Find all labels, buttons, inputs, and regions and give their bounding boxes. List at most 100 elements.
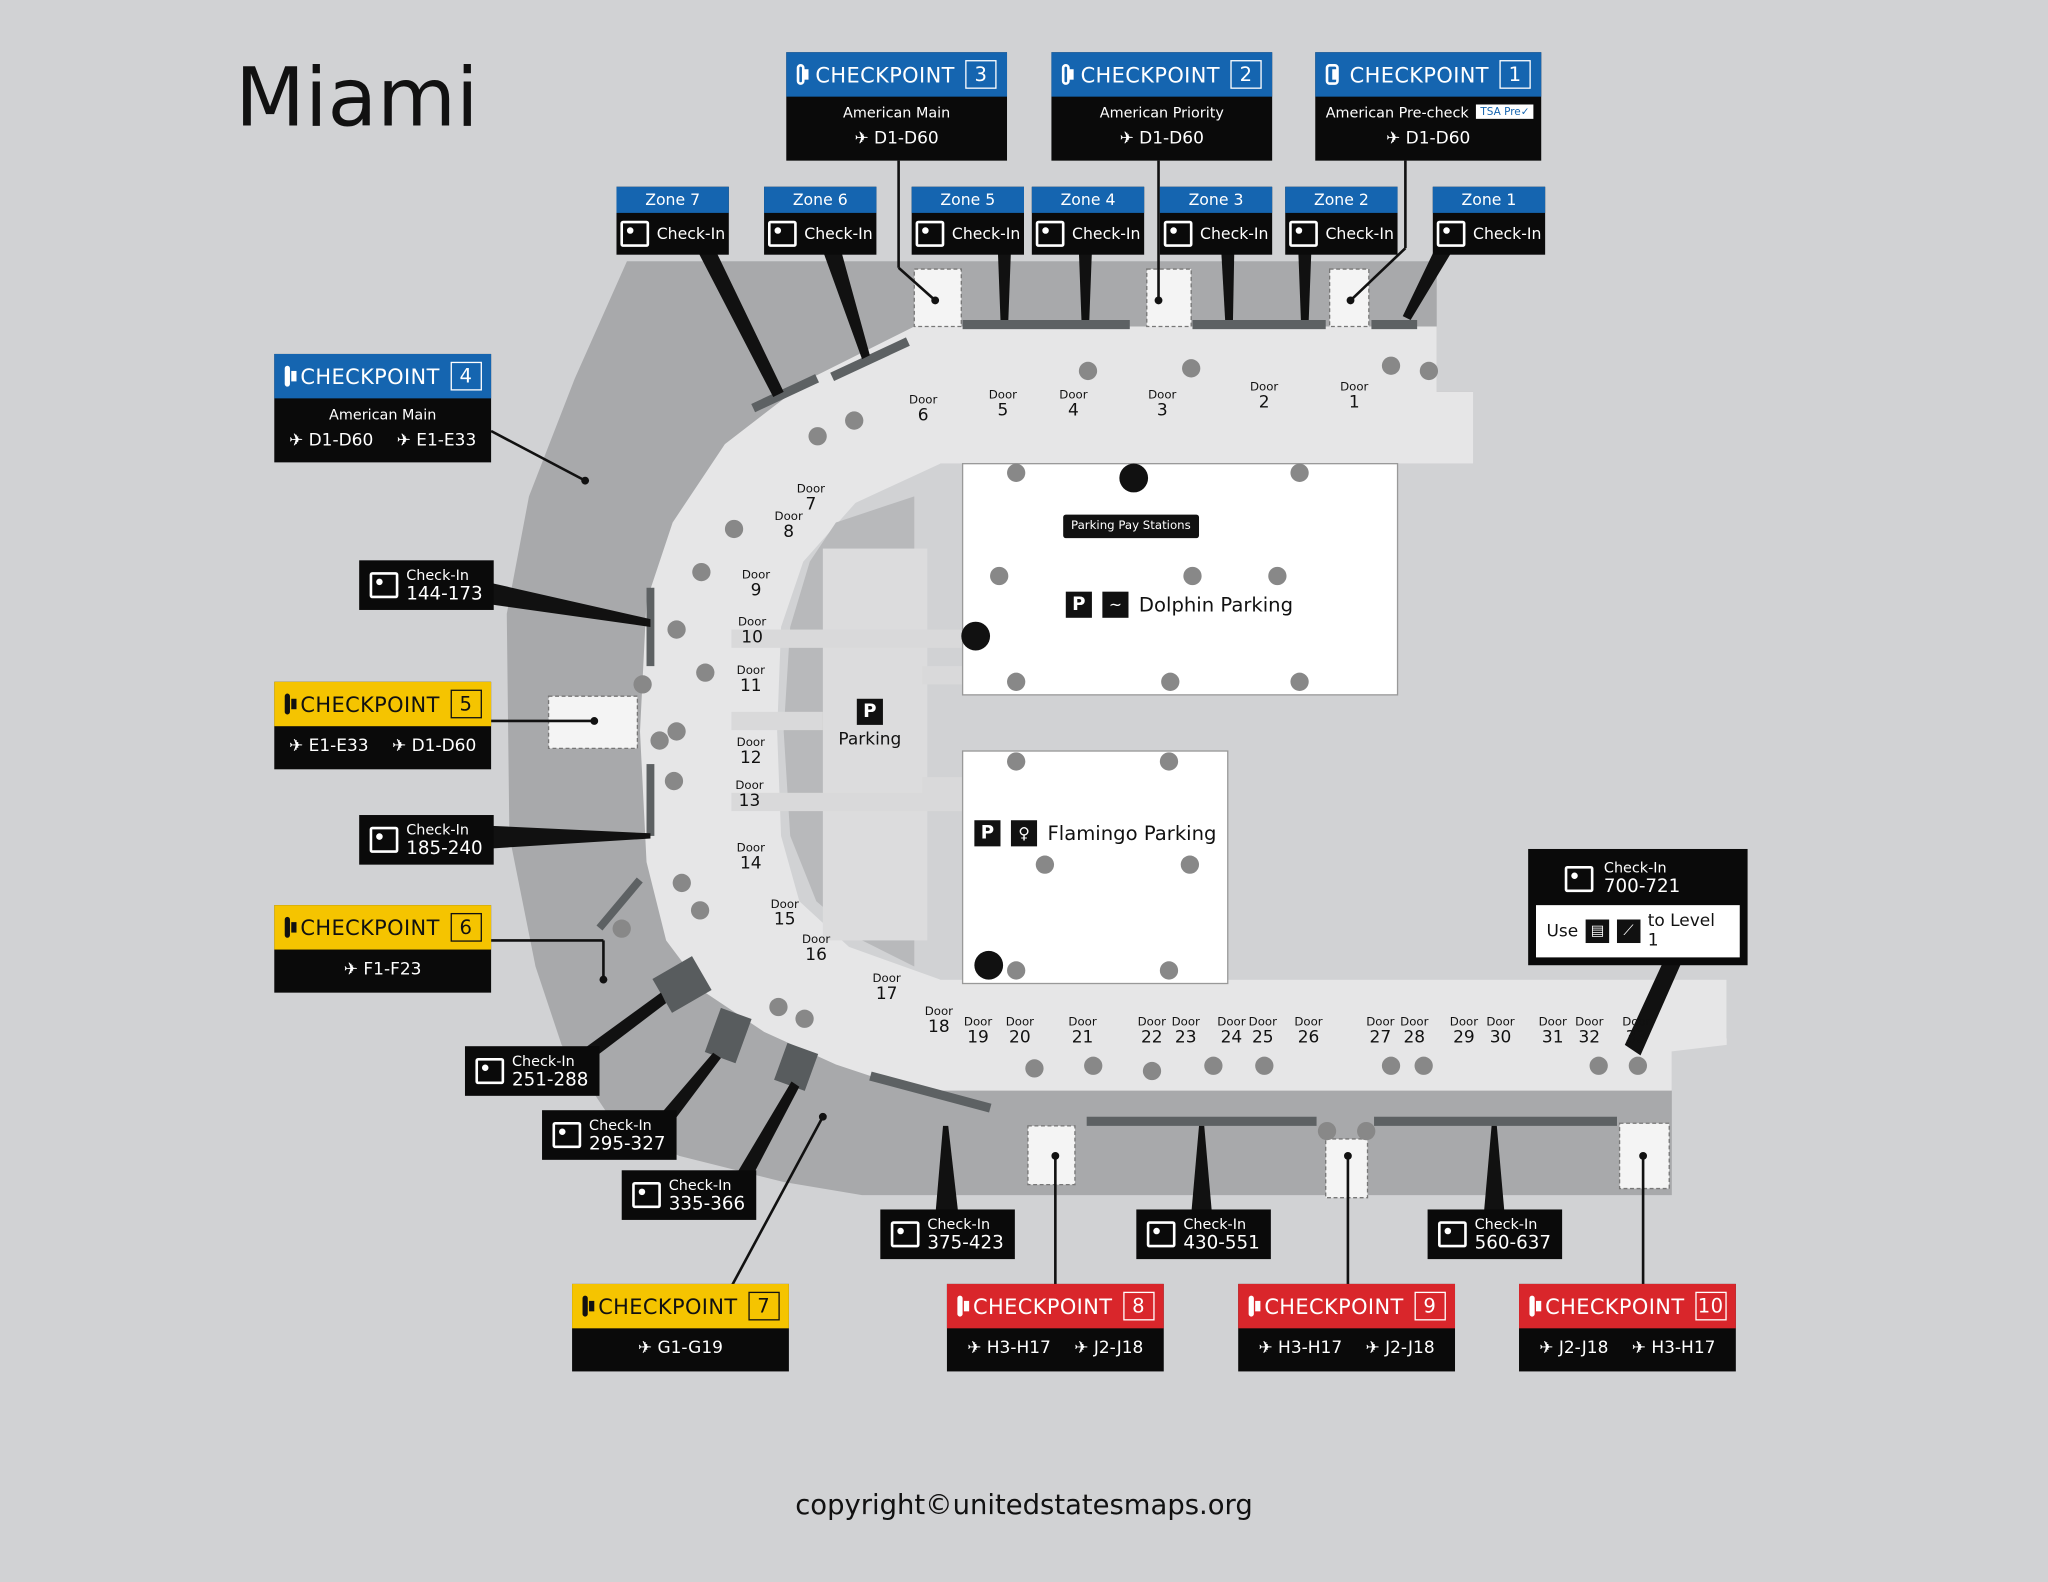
door-number: 28	[1403, 1027, 1426, 1048]
airplane-icon: ✈	[1119, 129, 1134, 149]
use-label: Use	[1546, 921, 1579, 942]
door-word: Door	[1486, 1016, 1515, 1030]
check-in-desk-icon	[620, 220, 649, 247]
checkpoint-label: CHECKPOINT	[973, 1293, 1113, 1319]
checkin-label: Check-In	[406, 820, 469, 838]
door-number: 6	[917, 406, 929, 426]
checkpoint-label: CHECKPOINT	[300, 363, 440, 389]
door-word: Door	[1449, 1016, 1479, 1030]
door-number: 30	[1489, 1027, 1512, 1048]
zone-name: Zone 4	[1031, 186, 1145, 213]
checkin-label: Check-In	[589, 1116, 652, 1134]
parking-pay-stations[interactable]: Parking Pay Stations	[1063, 514, 1199, 539]
checkpoint-label: CHECKPOINT	[598, 1293, 738, 1319]
to-level-label: to Level 1	[1647, 911, 1715, 951]
checkpoint-label: CHECKPOINT	[1545, 1293, 1685, 1319]
security-lock-icon	[284, 365, 297, 387]
door-word: Door	[736, 842, 765, 856]
door-number: 1	[1348, 393, 1360, 413]
check-in-desk-icon	[369, 572, 399, 599]
zone-checkin-label: Check-In	[1200, 224, 1269, 243]
door-number: 7	[805, 495, 817, 515]
check-in-desk-icon	[1163, 220, 1193, 247]
flamingo-icon: ♀	[1010, 820, 1038, 847]
security-lock-icon	[284, 916, 297, 938]
door-number: 24	[1220, 1027, 1243, 1048]
airplane-icon: ✈	[289, 736, 304, 757]
door-word: Door	[909, 394, 938, 408]
airplane-icon: ✈	[1258, 1338, 1273, 1359]
check-in-desk-icon	[1146, 1221, 1176, 1248]
airplane-icon: ✈	[1539, 1338, 1554, 1359]
airplane-icon: ✈	[1365, 1338, 1380, 1359]
door-word: Door	[1340, 381, 1369, 395]
door-number: 14	[739, 854, 762, 874]
airplane-icon: ✈	[396, 431, 412, 451]
door-word: Door	[741, 569, 771, 583]
gate-range: D1-D60	[1139, 129, 1204, 149]
flamingo-parking-label[interactable]: P♀Flamingo Parking	[974, 820, 1216, 847]
airplane-icon: ✈	[343, 959, 359, 980]
door-word: Door	[770, 898, 799, 912]
security-lock-icon	[582, 1295, 595, 1317]
checkin-label: Check-In	[668, 1176, 732, 1194]
gate-range: E1-E33	[308, 736, 369, 757]
door-word: Door	[1059, 389, 1088, 403]
door-word: Door	[1294, 1016, 1323, 1030]
checkpoint-label: CHECKPOINT	[815, 62, 955, 87]
checkin-label: Check-In	[406, 566, 469, 584]
door-word: Door	[736, 664, 765, 678]
zone-checkin-label: Check-In	[1325, 224, 1394, 243]
door-number: 20	[1009, 1027, 1031, 1048]
door-number: 22	[1140, 1027, 1163, 1048]
check-in-desk-icon	[767, 220, 797, 247]
airplane-icon: ✈	[1386, 129, 1401, 149]
gate-range: D1-D60	[308, 431, 374, 451]
door-word: Door	[924, 1005, 954, 1019]
door-word: Door	[963, 1016, 993, 1030]
dolphin-parking-label[interactable]: P~Dolphin Parking	[1065, 591, 1293, 618]
checkpoint-number: 7	[747, 1291, 780, 1321]
door-word: Door	[1538, 1016, 1567, 1030]
door-number: 23	[1174, 1027, 1197, 1048]
airplane-icon: ✈	[967, 1338, 982, 1359]
checkpoint-number: 1	[1499, 60, 1531, 89]
